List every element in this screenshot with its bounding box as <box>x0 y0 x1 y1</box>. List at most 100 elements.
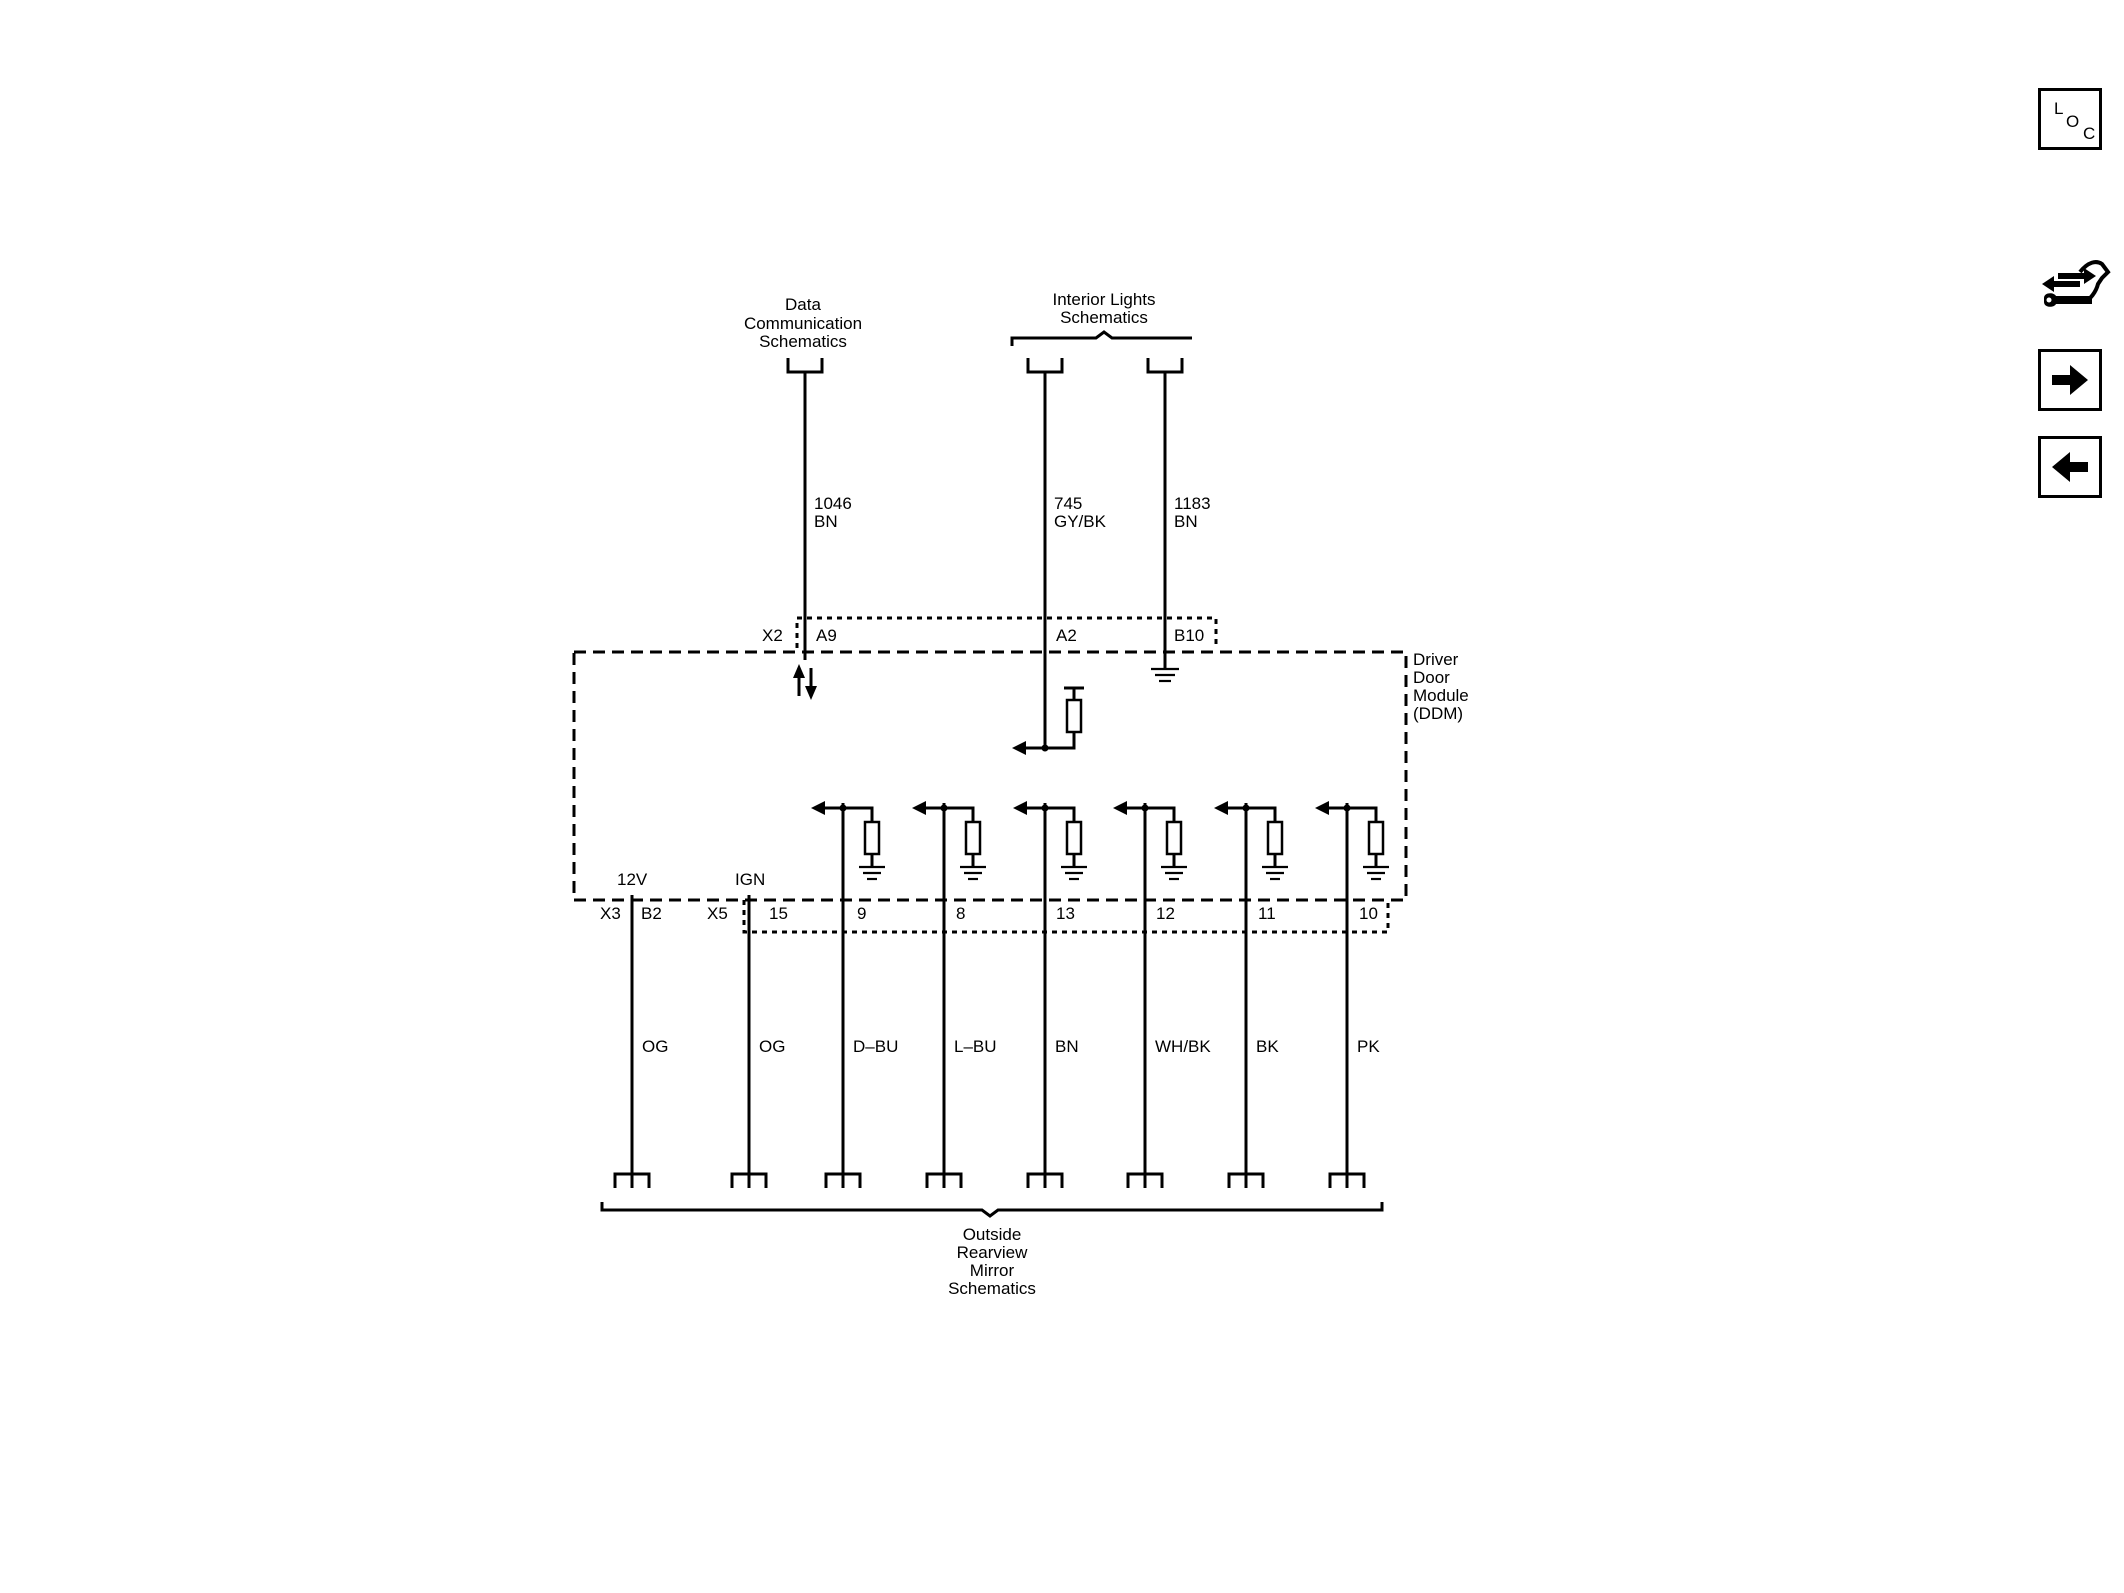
wire-color: PK <box>1357 1037 1380 1056</box>
wire-color: OG <box>759 1037 785 1056</box>
resistor-icon <box>1065 820 1083 856</box>
module-label: Driver Door Module (DDM) <box>1413 650 1469 723</box>
ground-icon <box>859 865 885 881</box>
pin-label: B2 <box>641 904 662 923</box>
pin-label: 11 <box>1258 904 1276 923</box>
resistor-icon <box>964 820 982 856</box>
output-arrow-icon <box>912 801 926 815</box>
ground-icon <box>1161 865 1187 881</box>
wire-color: L–BU <box>954 1037 997 1056</box>
ref-label: Schematics <box>759 332 847 351</box>
pullup-input-circuit <box>1012 686 1084 755</box>
location-icon[interactable]: L O C <box>2038 88 2102 150</box>
svg-text:Driver: Driver <box>1413 650 1459 669</box>
resistor-icon <box>863 820 881 856</box>
pin-label: 12 <box>1156 904 1175 923</box>
reference-bracket <box>1010 330 1192 346</box>
ground-icon <box>1151 667 1179 683</box>
pin-label: A9 <box>816 626 837 645</box>
serial-data-arrows-icon <box>793 664 817 700</box>
ref-label: Schematics <box>948 1279 1036 1298</box>
interior-lights-reference[interactable]: Interior Lights Schematics <box>1010 290 1192 374</box>
loc-letter: C <box>2083 124 2096 143</box>
reference-bracket <box>600 1202 1384 1218</box>
wire-color: BK <box>1256 1037 1279 1056</box>
pin-label: 13 <box>1056 904 1075 923</box>
circuit-number: 1046 <box>814 494 852 513</box>
ref-label: Data <box>785 295 821 314</box>
connector-symbol <box>786 358 824 374</box>
connector-symbol <box>730 1172 768 1188</box>
wire-color: OG <box>642 1037 668 1056</box>
output-arrow-icon <box>1113 801 1127 815</box>
connector-x5-outline <box>742 900 1390 934</box>
connector-symbol <box>1227 1172 1265 1188</box>
connector-symbol <box>1146 358 1184 374</box>
circuit-number: 1183 <box>1174 494 1211 513</box>
pin-label: 10 <box>1359 904 1378 923</box>
arrow-left-icon[interactable] <box>2038 436 2102 498</box>
resistor-icon <box>1266 820 1284 856</box>
connector-x5-label: X5 <box>707 904 728 923</box>
top-wire-1183: 1183 BN B10 <box>1163 372 1211 668</box>
wire-color: D–BU <box>853 1037 898 1056</box>
service-tools-icon[interactable] <box>2036 254 2112 328</box>
loc-letter: L <box>2054 99 2064 118</box>
module-boundary <box>572 650 1408 902</box>
ground-icon <box>960 865 986 881</box>
svg-text:Module: Module <box>1413 686 1469 705</box>
connector-symbol <box>1026 1172 1064 1188</box>
loc-letter: O <box>2066 112 2080 131</box>
connector-x2-label: X2 <box>762 626 783 645</box>
resistor-icon <box>1065 698 1083 734</box>
ref-label: Schematics <box>1060 308 1148 327</box>
top-wire-1046: 1046 BN A9 <box>803 372 852 660</box>
wire-color: BN <box>1174 512 1198 531</box>
resistor-icon <box>1367 820 1385 856</box>
ref-label: Rearview <box>957 1243 1029 1262</box>
ignition-label: IGN <box>735 870 765 889</box>
pin-label: 15 <box>769 904 788 923</box>
pin-label: B10 <box>1174 626 1204 645</box>
connector-symbol <box>1126 1172 1164 1188</box>
connector-symbol <box>613 1172 651 1188</box>
output-arrow-icon <box>1013 801 1027 815</box>
ref-label: Communication <box>744 314 862 333</box>
data-communication-reference[interactable]: Data Communication Schematics <box>744 295 862 374</box>
wire-color: BN <box>814 512 838 531</box>
ref-label: Mirror <box>970 1261 1015 1280</box>
output-arrow-icon <box>1315 801 1329 815</box>
mirror-schematics-reference[interactable]: Outside Rearview Mirror Schematics <box>600 1202 1384 1298</box>
circuit-number: 745 <box>1054 494 1082 513</box>
connector-x3-label: X3 <box>600 904 621 923</box>
svg-text:(DDM): (DDM) <box>1413 704 1463 723</box>
pin-label: 9 <box>857 904 866 923</box>
svg-text:Door: Door <box>1413 668 1450 687</box>
supply-12v-label: 12V <box>617 870 648 889</box>
connector-symbol <box>1328 1172 1366 1188</box>
connector-symbol <box>925 1172 963 1188</box>
pin-label: A2 <box>1056 626 1077 645</box>
output-arrow-icon <box>1214 801 1228 815</box>
ref-label: Outside <box>963 1225 1022 1244</box>
bottom-wire: 8L–BU <box>912 801 997 1188</box>
connector-x2-outline <box>795 616 1218 648</box>
bottom-wire: 9D–BU <box>811 801 898 1188</box>
connector-symbol <box>1026 358 1064 374</box>
wire-color: BN <box>1055 1037 1079 1056</box>
top-wire-745: 745 GY/BK A2 <box>1043 372 1107 748</box>
ref-label: Interior Lights <box>1053 290 1156 309</box>
wire-color: WH/BK <box>1155 1037 1211 1056</box>
resistor-icon <box>1165 820 1183 856</box>
arrow-right-icon[interactable] <box>2038 349 2102 411</box>
wire-color: GY/BK <box>1054 512 1107 531</box>
